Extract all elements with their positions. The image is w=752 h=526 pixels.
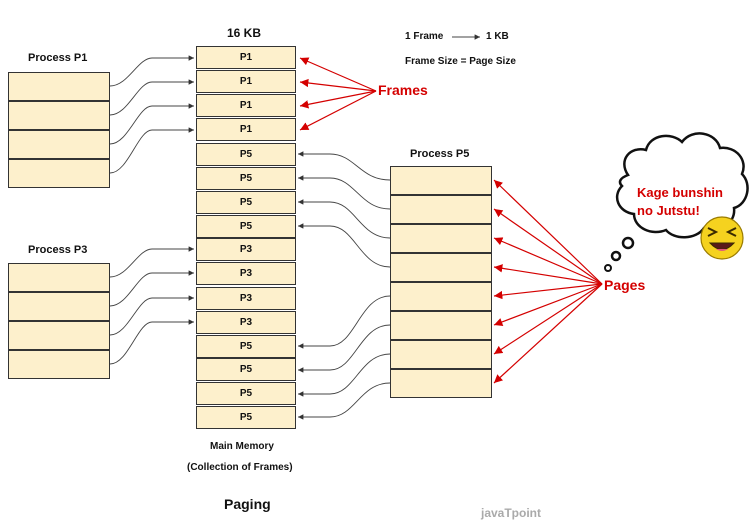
bubble-dot-large: [621, 236, 635, 250]
frames-pointer-arrow: [299, 90, 377, 109]
pages-annotation: Pages: [604, 277, 646, 293]
memory-frame: P3: [196, 262, 296, 285]
memory-frame: P5: [196, 358, 296, 381]
p1-page: [8, 101, 110, 130]
pages-pointer-arrow: [493, 237, 603, 285]
legend-frame-page-text: Frame Size = Page Size: [405, 56, 516, 67]
legend-frame-text: 1 Frame: [405, 31, 444, 42]
frames-pointer-arrow: [299, 90, 377, 131]
p5-page: [390, 340, 492, 369]
p5-mapping-arrow: [298, 151, 391, 181]
p3-page: [8, 321, 110, 350]
pages-pointer-arrow: [493, 283, 603, 355]
process-p1-label: Process P1: [28, 52, 88, 64]
p5-mapping-arrow: [298, 199, 391, 239]
bubble-cloud: [615, 132, 749, 239]
p3-page: [8, 263, 110, 292]
p5-page: [390, 282, 492, 311]
bubble-dot-small: [604, 264, 612, 272]
memory-subcaption: (Collection of Frames): [187, 462, 293, 473]
memory-frame: P5: [196, 215, 296, 238]
pages-pointer-arrow: [493, 283, 603, 300]
p3-mapping-arrow: [109, 295, 194, 336]
p3-mapping-arrow: [109, 246, 194, 278]
p5-mapping-arrow: [298, 295, 391, 349]
p5-page: [390, 166, 492, 195]
p5-mapping-arrow: [298, 223, 391, 268]
memory-caption: Main Memory: [210, 441, 274, 452]
bubble-dot-medium: [610, 250, 622, 262]
pages-pointer-arrow: [493, 283, 603, 384]
memory-frame: P1: [196, 94, 296, 117]
p5-page: [390, 224, 492, 253]
p5-mapping-arrow: [298, 175, 391, 210]
watermark: javaTpoint: [481, 506, 542, 520]
pages-pointer-arrow: [493, 283, 603, 326]
memory-frame: P5: [196, 167, 296, 190]
memory-frame: P5: [196, 191, 296, 214]
diagram-title: Paging: [224, 496, 271, 512]
p1-page: [8, 159, 110, 188]
memory-frame: P5: [196, 382, 296, 405]
memory-frame: P1: [196, 70, 296, 93]
p5-page: [390, 195, 492, 224]
p3-page: [8, 292, 110, 321]
p1-mapping-arrow: [109, 55, 194, 87]
pages-pointer-arrow: [493, 179, 603, 285]
p5-mapping-arrow: [298, 324, 391, 373]
memory-frame: P1: [196, 46, 296, 69]
p3-mapping-arrow: [109, 319, 194, 365]
memory-frame: P5: [196, 335, 296, 358]
p1-mapping-arrow: [109, 127, 194, 174]
memory-size-label: 16 KB: [227, 26, 262, 40]
process-p5-label: Process P5: [410, 148, 470, 160]
p3-mapping-arrow: [109, 270, 194, 307]
p1-page: [8, 130, 110, 159]
frames-annotation: Frames: [378, 82, 428, 98]
bubble-text-line2: no Jutstu!: [637, 203, 700, 218]
memory-frame: P3: [196, 287, 296, 310]
bubble-text-line1: Kage bunshin: [637, 185, 723, 200]
frames-pointer-arrow: [299, 57, 377, 92]
frames-pointer-arrow: [299, 78, 377, 92]
memory-frame: P5: [196, 143, 296, 166]
process-p3-label: Process P3: [28, 244, 88, 256]
pages-pointer-arrow: [493, 208, 603, 285]
p1-page: [8, 72, 110, 101]
p5-page: [390, 253, 492, 282]
p5-page: [390, 369, 492, 398]
p5-page: [390, 311, 492, 340]
p5-mapping-arrow: [298, 382, 391, 420]
p1-mapping-arrow: [109, 103, 194, 145]
legend-kb-text: 1 KB: [486, 31, 509, 42]
memory-frame: P3: [196, 311, 296, 334]
p5-mapping-arrow: [298, 353, 391, 397]
p3-page: [8, 350, 110, 379]
memory-frame: P3: [196, 238, 296, 261]
pages-pointer-arrow: [493, 264, 603, 285]
p1-mapping-arrow: [109, 79, 194, 116]
memory-frame: P5: [196, 406, 296, 429]
memory-frame: P1: [196, 118, 296, 141]
